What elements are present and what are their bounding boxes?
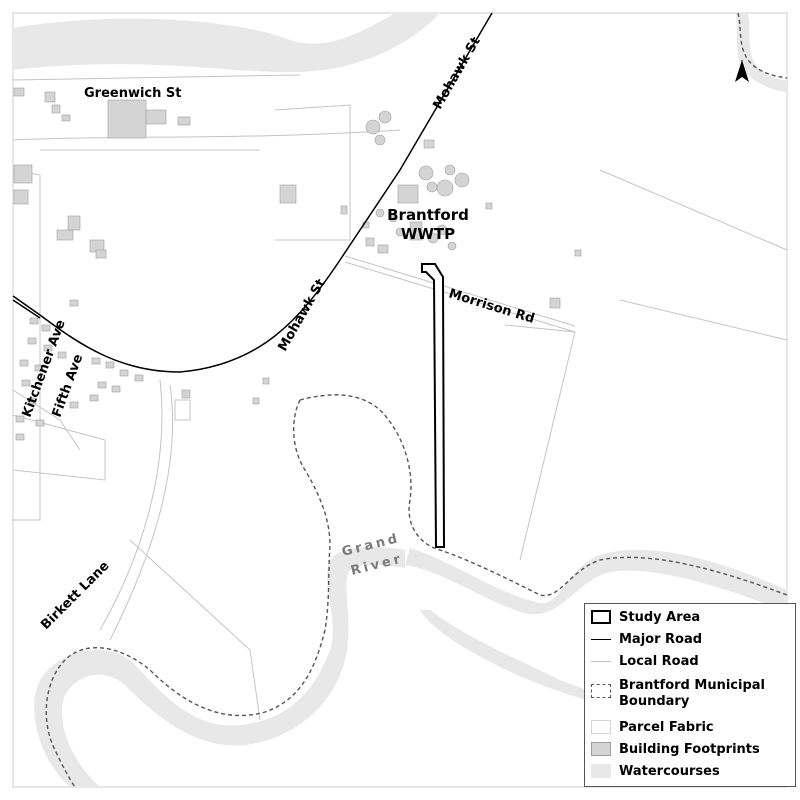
parcel-swatch-icon [591,720,611,734]
legend-label: Major Road [619,632,703,647]
legend-label: Watercourses [619,764,720,779]
building-footprints [13,87,582,441]
greenwich-st-label: Greenwich St [84,86,182,101]
legend-item-local-road: Local Road [591,654,699,670]
legend-item-building: Building Footprints [591,742,760,758]
building-swatch-icon [591,742,611,756]
study-area-swatch-icon [591,610,611,624]
legend-label: Brantford Municipal Boundary [619,678,765,709]
major-road-swatch-icon [591,632,611,640]
mohawk-st-road [12,12,493,373]
facility-label-line2: WWTP [401,225,455,243]
legend-label: Local Road [619,654,699,669]
local-road-swatch-icon [591,654,611,662]
legend-label: Parcel Fabric [619,720,714,735]
map-legend: Study Area Major Road Local Road Brantfo… [584,603,796,787]
legend-label: Study Area [619,610,701,625]
municipal-boundary [45,12,788,788]
facility-label-line1: Brantford [387,206,469,224]
legend-item-parcel: Parcel Fabric [591,720,714,736]
legend-item-major-road: Major Road [591,632,702,648]
legend-item-watercourse: Watercourses [591,764,720,780]
watercourses [13,13,787,787]
boundary-swatch-icon [591,684,611,698]
major-roads [12,12,493,373]
legend-label: Building Footprints [619,742,760,757]
north-arrow-icon [735,60,749,82]
legend-item-study-area: Study Area [591,610,700,626]
study-area[interactable] [421,263,446,548]
watercourse-swatch-icon [591,764,611,778]
legend-item-boundary: Brantford Municipal Boundary [591,678,789,710]
